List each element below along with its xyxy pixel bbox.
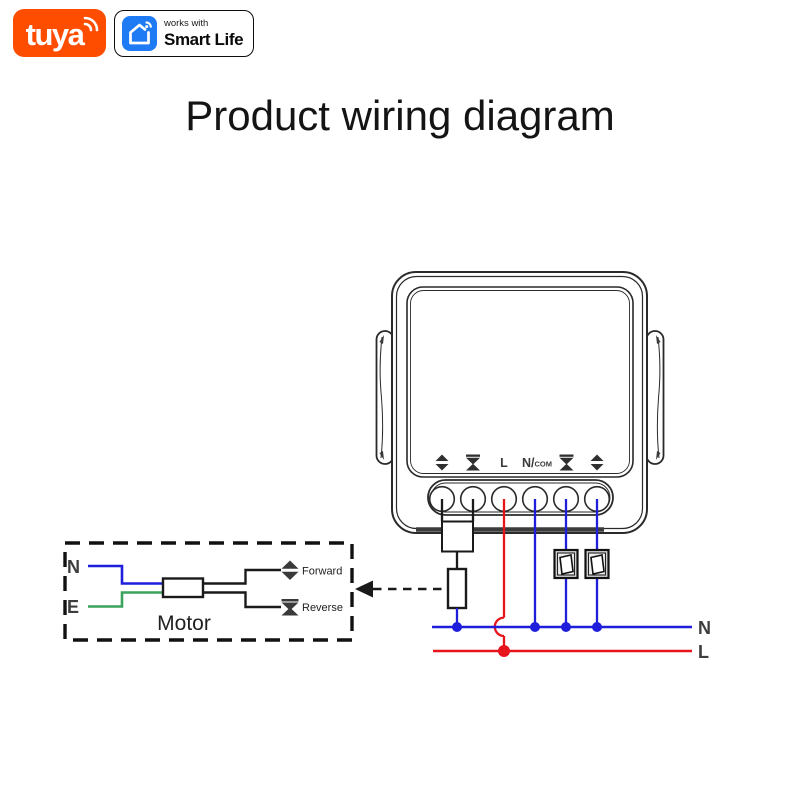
junction-dot <box>452 622 462 632</box>
forward-open-close-icon <box>281 560 299 580</box>
wall-switch-2 <box>584 548 610 580</box>
forward-label: Forward <box>302 566 342 578</box>
motor-box: N E Forward Reverse Motor <box>63 541 354 642</box>
neutral-bus-label: N <box>698 618 711 638</box>
reverse-wire <box>203 591 281 609</box>
terminal-label-neutral: N/COM <box>522 456 552 470</box>
live-bus-label: L <box>698 642 709 662</box>
tuya-signal-icon <box>83 16 99 32</box>
junction-dot <box>592 622 602 632</box>
motor-label: Motor <box>157 612 211 635</box>
junction-dot <box>530 622 540 632</box>
badge-text: works with Smart Life <box>164 17 244 49</box>
motor-connector-box <box>441 520 474 553</box>
page-title: Product wiring diagram <box>185 92 615 139</box>
reverse-label: Reverse <box>302 602 343 614</box>
forward-wire <box>203 568 281 585</box>
stop-hourglass-icon <box>559 454 574 471</box>
works-with-label: works with <box>164 17 209 29</box>
terminal-label-live: L <box>500 456 508 470</box>
wall-switch-1 <box>553 548 579 580</box>
device-front-face <box>406 286 634 478</box>
smart-life-house-icon <box>129 21 152 45</box>
tuya-logo: tuya <box>13 9 106 57</box>
works-with-smart-life-badge: works with Smart Life <box>114 10 254 57</box>
motor-block <box>161 577 205 599</box>
motor-inline-component <box>446 567 468 610</box>
motor-earth-label: E <box>67 597 79 617</box>
junction-dot-live <box>498 645 510 657</box>
arrowhead-left-icon <box>355 580 373 598</box>
motor-earth-wire <box>88 591 163 608</box>
motor-neutral-label: N <box>67 557 80 577</box>
stop-hourglass-icon <box>466 454 480 471</box>
smart-switch-module: L N/COM <box>391 271 648 534</box>
dashed-arrow <box>355 580 447 598</box>
smart-life-app-icon <box>122 16 157 51</box>
junction-dot <box>561 622 571 632</box>
open-close-diamond-icon <box>590 454 604 471</box>
reverse-stop-icon <box>281 599 299 616</box>
tuya-logo-text: tuya <box>25 16 85 52</box>
terminal-strip <box>427 479 614 516</box>
motor-neutral-wire <box>88 564 163 585</box>
open-close-diamond-icon <box>435 454 449 471</box>
smart-life-label: Smart Life <box>164 29 244 49</box>
terminal-markings: L N/COM <box>435 454 604 471</box>
